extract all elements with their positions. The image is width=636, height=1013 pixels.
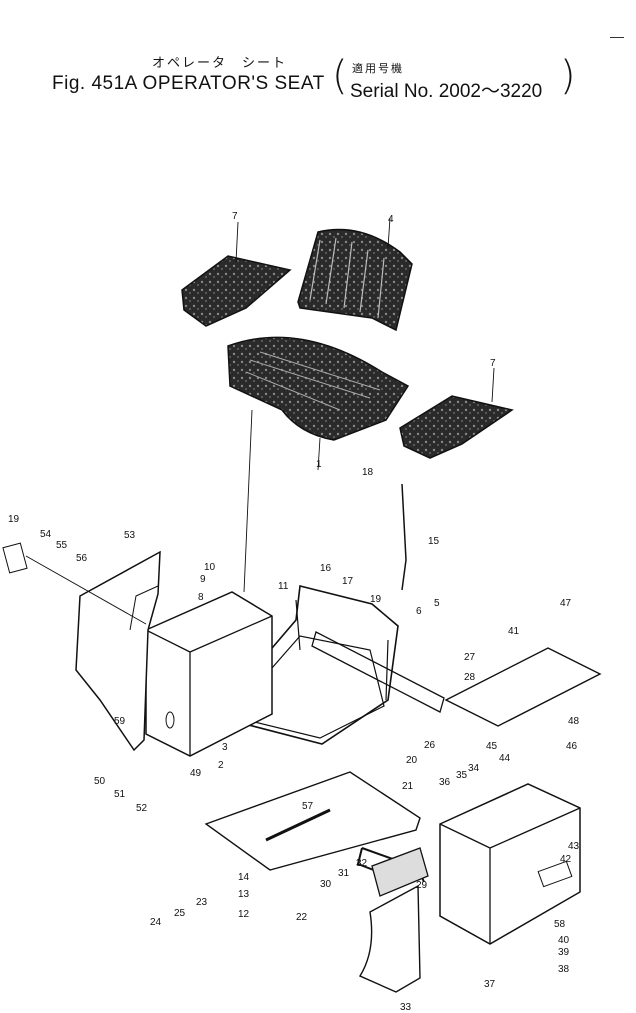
part-number-label: 8 xyxy=(198,592,204,603)
part-number-label: 14 xyxy=(238,872,250,883)
part-number-label: 37 xyxy=(484,979,496,990)
part-number-label: 3 xyxy=(222,742,228,753)
part-number-label: 12 xyxy=(238,909,250,920)
part-number-label: 45 xyxy=(486,741,498,752)
part-number-label: 26 xyxy=(424,740,436,751)
part-number-label: 29 xyxy=(416,880,428,891)
part-number-label: 42 xyxy=(560,854,572,865)
lever-base-29 xyxy=(371,847,429,897)
part-number-label: 50 xyxy=(94,776,106,787)
plate-19 xyxy=(2,542,28,574)
part-number-label: 31 xyxy=(338,868,350,879)
part-number-label: 19 xyxy=(8,514,20,525)
part-number-label: 56 xyxy=(76,553,88,564)
close-paren: ) xyxy=(560,53,576,99)
part-number-label: 7 xyxy=(232,211,238,222)
part-number-label: 49 xyxy=(190,768,202,779)
part-number-label: 22 xyxy=(296,912,308,923)
part-number-label: 41 xyxy=(508,626,520,637)
part-number-label: 40 xyxy=(558,935,570,946)
part-number-label: 38 xyxy=(558,964,570,975)
japanese-serial-label: 適用号機 xyxy=(352,63,404,75)
rail-26 xyxy=(311,631,445,713)
part-number-label: 32 xyxy=(356,858,368,869)
part-number-label: 35 xyxy=(456,770,468,781)
open-paren: ( xyxy=(332,53,348,99)
part-number-label: 43 xyxy=(568,841,580,852)
part-number-label: 58 xyxy=(554,919,566,930)
serial-range: Serial No. 2002～3220 xyxy=(350,81,543,102)
part-number-label: 5 xyxy=(434,598,440,609)
part-number-label: 55 xyxy=(56,540,68,551)
part-number-label: 1 xyxy=(316,459,322,470)
part-number-label: 7 xyxy=(490,358,496,369)
part-number-label: 30 xyxy=(320,879,332,890)
part-number-label: 46 xyxy=(566,741,578,752)
part-number-label: 23 xyxy=(196,897,208,908)
part-number-labels: 1234567789101112131415161718191920212223… xyxy=(8,211,580,1013)
part-number-label: 28 xyxy=(464,672,476,683)
part-number-label: 21 xyxy=(402,781,414,792)
part-number-label: 25 xyxy=(174,908,186,919)
part-number-label: 18 xyxy=(362,467,374,478)
part-number-label: 20 xyxy=(406,755,418,766)
part-number-label: 51 xyxy=(114,789,126,800)
left-side-box xyxy=(145,591,273,757)
corner-mark xyxy=(610,37,624,38)
part-number-label: 6 xyxy=(416,606,422,617)
part-number-label: 27 xyxy=(464,652,476,663)
armrest-pad-right xyxy=(399,395,514,459)
part-number-label: 33 xyxy=(400,1002,412,1013)
part-number-label: 59 xyxy=(114,716,126,727)
part-number-label: 47 xyxy=(560,598,572,609)
part-number-label: 36 xyxy=(439,777,451,788)
part-number-label: 16 xyxy=(320,563,332,574)
part-number-label: 4 xyxy=(388,214,394,225)
cover-plate-41 xyxy=(444,647,602,727)
japanese-title: オペレータ シート xyxy=(152,55,288,70)
part-number-label: 11 xyxy=(278,581,289,592)
part-number-label: 9 xyxy=(200,574,206,585)
part-number-label: 34 xyxy=(468,763,480,774)
part-number-label: 57 xyxy=(302,801,314,812)
part-number-label: 15 xyxy=(428,536,440,547)
part-number-label: 52 xyxy=(136,803,148,814)
part-number-label: 13 xyxy=(238,889,250,900)
seat-back xyxy=(297,228,413,332)
part-number-label: 48 xyxy=(568,716,580,727)
seat-cushion xyxy=(227,336,410,441)
part-number-label: 54 xyxy=(40,529,52,540)
part-number-label: 44 xyxy=(499,753,511,764)
part-number-label: 19 xyxy=(370,594,382,605)
part-number-label: 53 xyxy=(124,530,136,541)
floor-plate xyxy=(204,771,421,871)
part-number-label: 24 xyxy=(150,917,162,928)
leader-lines xyxy=(25,217,495,625)
armrest-pad-left xyxy=(181,255,292,327)
rod-15 xyxy=(401,483,407,591)
part-number-label: 10 xyxy=(204,562,216,573)
part-number-label: 2 xyxy=(218,760,224,771)
side-cover xyxy=(75,550,161,752)
part-number-label: 39 xyxy=(558,947,570,958)
figure-title: Fig. 451A OPERATOR'S SEAT xyxy=(52,73,325,94)
cover-33 xyxy=(358,884,421,993)
part-number-label: 17 xyxy=(342,576,354,587)
